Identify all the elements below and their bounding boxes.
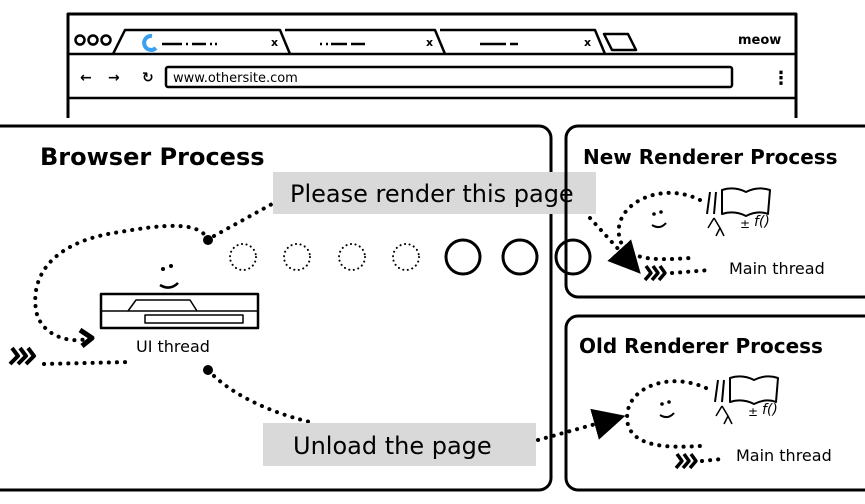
- browser-process-title: Browser Process: [40, 143, 265, 171]
- tab-3[interactable]: [440, 28, 607, 55]
- window-controls[interactable]: [74, 34, 112, 46]
- thread-chevron-icon: [8, 346, 36, 366]
- tab-close-icon[interactable]: x: [426, 36, 433, 49]
- reload-icon[interactable]: ↻: [142, 70, 154, 86]
- old-main-thread-label: Main thread: [736, 446, 832, 465]
- sent-message-circle: [444, 238, 482, 276]
- new-main-thread-label: Main thread: [729, 259, 825, 278]
- unload-message-label: [263, 423, 536, 466]
- ui-thread-browser-icon: [99, 292, 260, 330]
- sent-message-circle: [554, 238, 592, 276]
- pending-message-circle: [283, 243, 311, 271]
- browser-process-box: [0, 124, 553, 492]
- old-renderer-title: Old Renderer Process: [579, 334, 823, 358]
- render-message-text: Please render this page: [290, 180, 574, 208]
- tab-close-icon[interactable]: x: [584, 36, 591, 49]
- address-bar[interactable]: [164, 65, 734, 89]
- main-thread-tools-icon: [714, 375, 779, 425]
- pending-message-circle: [229, 243, 257, 271]
- new-renderer-title: New Renderer Process: [583, 145, 838, 169]
- render-message-label: [273, 172, 596, 214]
- unload-message-text: Unload the page: [293, 432, 492, 460]
- url-text: www.othersite.com: [173, 71, 298, 86]
- window-title: meow: [738, 33, 781, 48]
- old-renderer-process-box: [564, 314, 865, 492]
- forward-icon[interactable]: →: [108, 70, 120, 86]
- main-thread-tools-icon: [706, 187, 771, 237]
- tab-1[interactable]: [111, 28, 292, 55]
- thread-chevron-icon: [674, 452, 698, 470]
- thread-chevron-icon: [643, 264, 667, 282]
- new-renderer-process-box: [564, 124, 865, 299]
- pending-message-circle: [338, 243, 366, 271]
- ui-thread-label: UI thread: [136, 337, 210, 356]
- loading-spinner-icon: [142, 33, 158, 52]
- browser-window: x x x meow ← → ↻ www.othersite.com ⋮: [66, 12, 798, 118]
- ipc-message-circles: [229, 238, 539, 276]
- tab-2[interactable]: [285, 28, 447, 55]
- sent-message-circle: [501, 238, 539, 276]
- back-icon[interactable]: ←: [80, 70, 92, 86]
- pending-message-circle: [392, 243, 420, 271]
- tab-close-icon[interactable]: x: [271, 36, 278, 49]
- menu-icon[interactable]: ⋮: [772, 68, 790, 89]
- new-tab-button[interactable]: [602, 32, 638, 52]
